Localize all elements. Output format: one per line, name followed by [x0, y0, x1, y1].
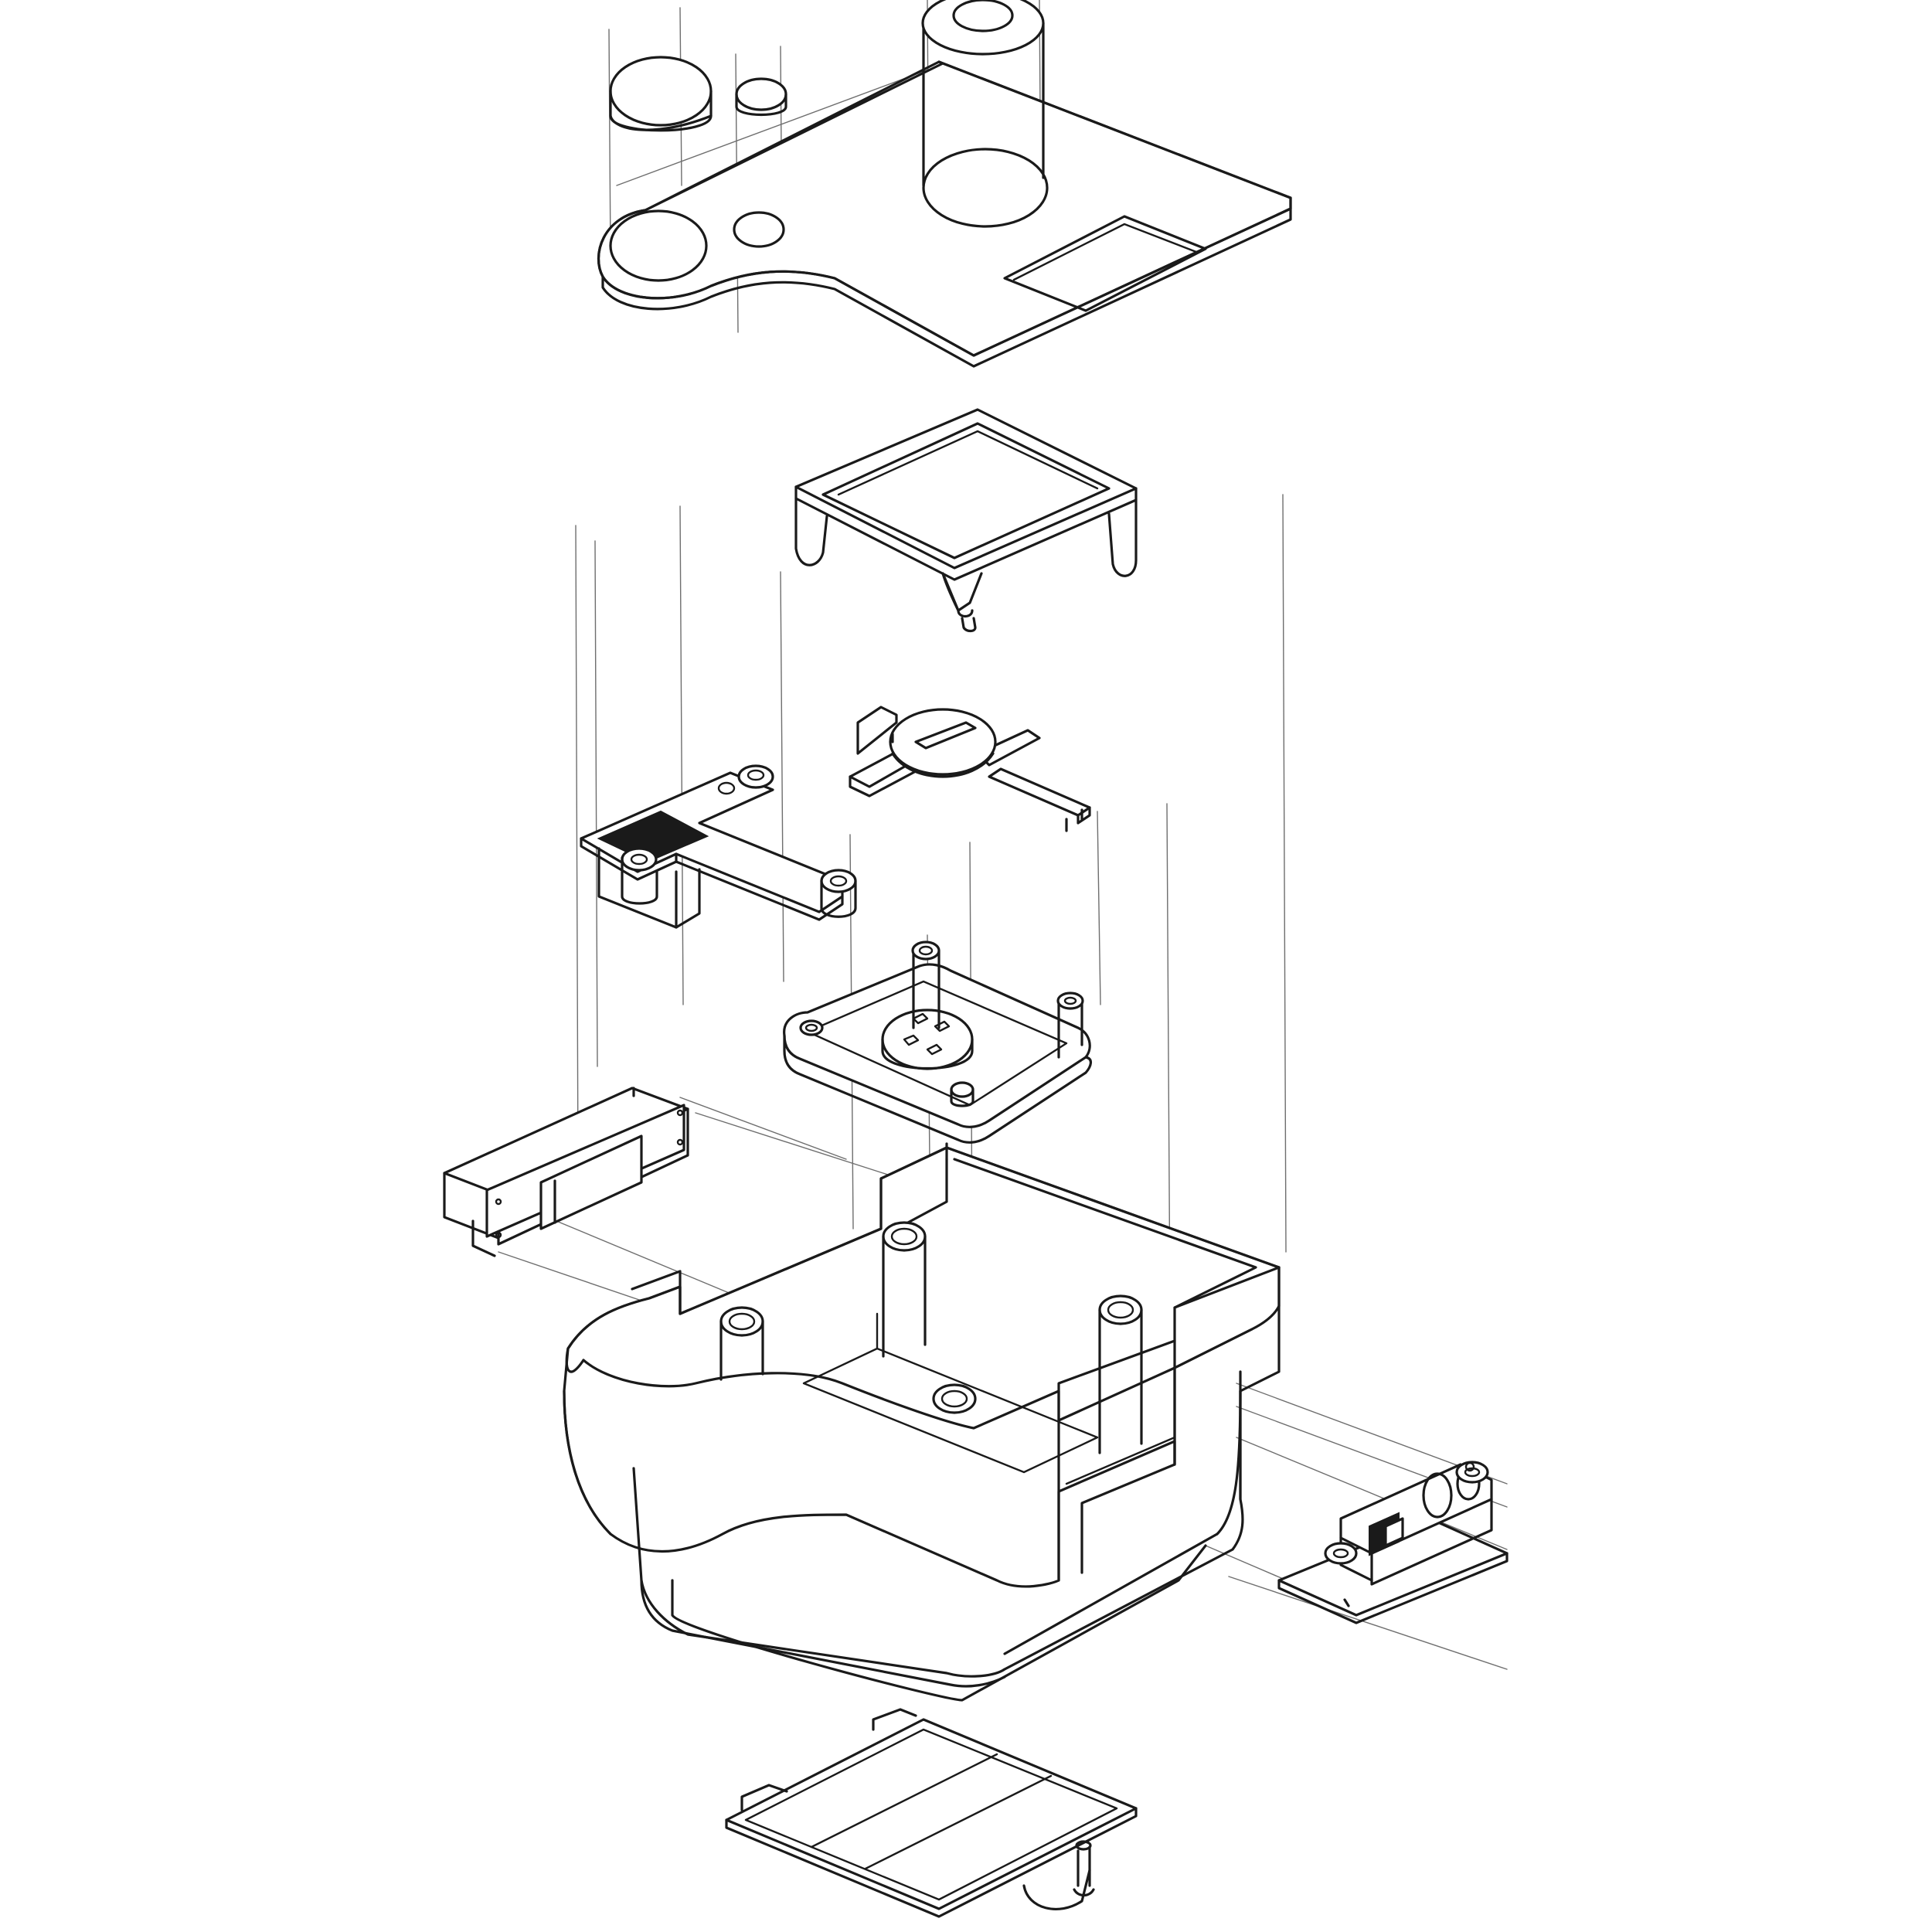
main-housing — [563, 1142, 1281, 1702]
side-module — [443, 1087, 689, 1257]
cylinder-large-left — [609, 56, 713, 132]
top-cover-plate — [597, 60, 1292, 368]
tray-frame — [794, 408, 1138, 633]
socket-plate — [783, 940, 1092, 1144]
bottom-plate — [725, 1708, 1138, 1918]
cross-bracket — [849, 706, 1091, 832]
side-switch-panel — [1277, 1461, 1509, 1624]
cylinder-small — [735, 77, 787, 117]
switch-bracket — [580, 764, 857, 929]
cylinder-tall-right — [921, 0, 1045, 187]
